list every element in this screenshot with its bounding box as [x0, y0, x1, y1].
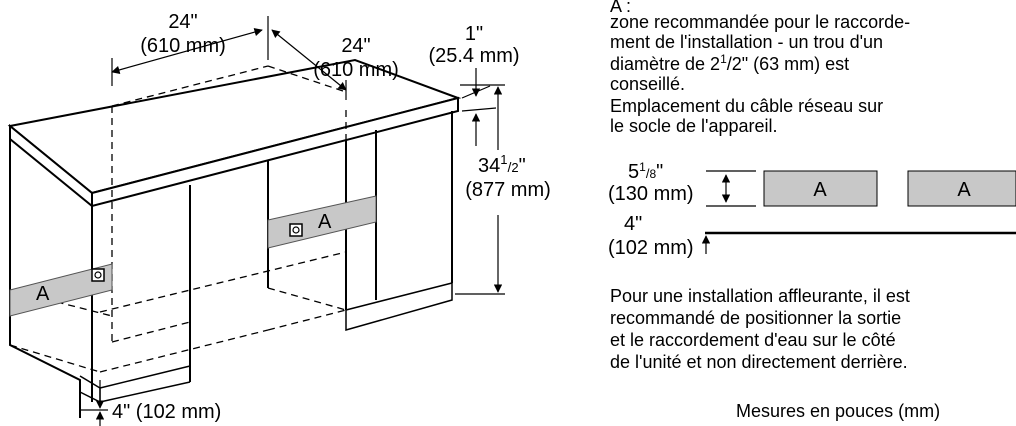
width1-in: 24" — [168, 11, 197, 33]
legend-line: diamètre de 21/2" (63 mm) est — [610, 52, 849, 74]
note-line: de l'unité et non directement derrière. — [610, 352, 908, 372]
floor-height-in: 4" — [624, 213, 642, 235]
units-note: Mesures en pouces (mm) — [736, 401, 940, 421]
detail-drawing — [701, 170, 1016, 254]
zone-marker-left: A — [36, 283, 50, 305]
toe-label: 4" (102 mm) — [112, 401, 221, 423]
height-mm: (877 mm) — [465, 179, 551, 201]
outlet-icon-left — [91, 268, 105, 282]
legend: A : zone recommandée pour le raccorde- m… — [610, 0, 910, 136]
legend-line: Emplacement du câble réseau sur — [610, 96, 883, 116]
left-panel-outline — [9, 139, 81, 418]
legend-title: A : — [610, 0, 631, 16]
width2-mm: (610 mm) — [313, 59, 399, 81]
top-thickness-mm: (25.4 mm) — [428, 45, 519, 67]
detail-box-label: A — [957, 179, 971, 201]
height-label: 341/2" — [478, 152, 526, 177]
legend-line: le socle de l'appareil. — [610, 116, 778, 136]
note-line: Pour une installation affleurante, il es… — [610, 286, 910, 306]
width1-mm: (610 mm) — [140, 35, 226, 57]
zone-band-left — [9, 263, 113, 317]
top-thickness-in: 1" — [465, 23, 483, 45]
note-line: recommandé de positionner la sortie — [610, 308, 901, 328]
installation-note: Pour une installation affleurante, il es… — [610, 286, 910, 372]
legend-line: zone recommandée pour le raccorde- — [610, 12, 910, 32]
legend-line: ment de l'installation - un trou d'un — [610, 32, 883, 52]
cabinet-drawing — [7, 16, 505, 426]
zone-height-mm: (130 mm) — [608, 183, 694, 205]
detail-box-label: A — [813, 179, 827, 201]
legend-line: conseillé. — [610, 74, 685, 94]
width2-in: 24" — [341, 35, 370, 57]
floor-height-mm: (102 mm) — [608, 237, 694, 259]
detail-zone-box — [763, 170, 878, 207]
detail-zone-box — [907, 170, 1016, 207]
note-line: et le raccordement d'eau sur le côté — [610, 330, 896, 350]
outlet-icon-right — [289, 223, 303, 237]
zone-marker-right: A — [318, 211, 332, 233]
zone-height-label: 51/8" — [628, 160, 663, 183]
